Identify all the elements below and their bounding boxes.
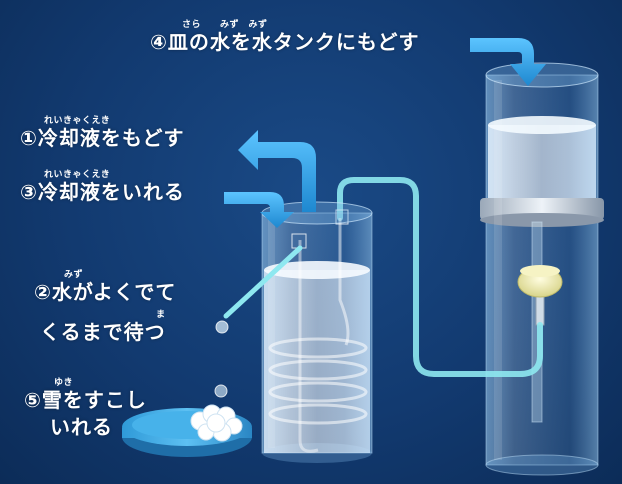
step3-text: ③冷却液をいれる [20,180,185,204]
step1-text: ①冷却液をもどす [20,126,185,150]
step1-label: れいきゃくえき ①冷却液をもどす [20,116,185,150]
step4-text: ④皿の水を水タンクにもどす [150,30,420,54]
arrow-insert-coolant-icon [224,192,294,228]
connecting-tube [337,177,543,377]
step5-text-line2: いれる [50,415,113,439]
snow-icon [190,404,243,442]
step3-label: れいきゃくえき ③冷却液をいれる [20,170,185,204]
step5-ruby: ゆき [54,378,74,388]
step1-ruby: れいきゃくえき [44,116,111,126]
step3-ruby: れいきゃくえき [44,170,111,180]
water-drop-small [214,384,228,398]
drip-tube [223,245,303,319]
step2-ruby: みず [64,270,84,280]
step2-ruby2: ま [156,310,166,320]
step5-text-line1: ⑤雪をすこし [24,388,147,412]
step2-label: みず ②水がよくでて ま くるまで待つ [34,270,176,344]
arrow-return-coolant-icon [238,130,316,212]
water-tank [480,62,604,476]
step5-label: ゆき ⑤雪をすこし いれる [24,378,147,439]
step4-ruby: さら みず みず [182,20,268,30]
water-drop [215,320,229,334]
arrow-return-water-icon [470,38,546,86]
cooling-cylinder [261,201,373,463]
step4-label: さら みず みず ④皿の水を水タンクにもどす [150,20,420,54]
step2-text-line1: ②水がよくでて [34,280,177,304]
step2-text-line2: くるまで待つ [40,320,166,344]
